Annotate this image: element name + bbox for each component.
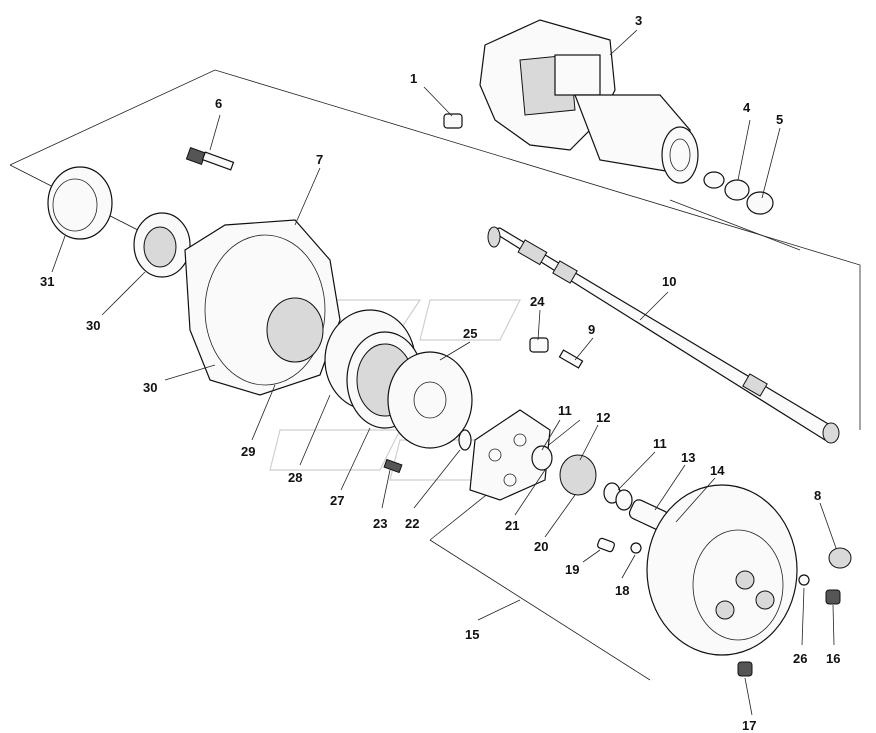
label-part-30-upper: 30 (86, 318, 100, 333)
label-part-6: 6 (215, 96, 222, 111)
label-part-18: 18 (615, 583, 629, 598)
label-part-5: 5 (776, 112, 783, 127)
label-part-26: 26 (793, 651, 807, 666)
gear-carrier (387, 351, 473, 449)
planet-plate (469, 409, 551, 501)
label-part-14: 14 (710, 463, 725, 478)
label-part-4: 4 (743, 100, 751, 115)
fasteners (737, 574, 841, 677)
part-labels: 1 3 4 5 6 7 31 30 30 10 24 25 9 11 12 11… (40, 13, 840, 733)
label-part-29: 29 (241, 444, 255, 459)
label-part-11-upper: 11 (558, 403, 572, 418)
label-part-11-lower: 11 (653, 436, 667, 451)
bearing-30 (133, 212, 191, 278)
label-part-8: 8 (814, 488, 821, 503)
label-part-16: 16 (826, 651, 840, 666)
label-part-10: 10 (662, 274, 676, 289)
label-part-27: 27 (330, 493, 344, 508)
label-part-12: 12 (596, 410, 610, 425)
label-part-22: 22 (405, 516, 419, 531)
bolt-6 (185, 146, 235, 171)
label-part-13: 13 (681, 450, 695, 465)
label-part-9: 9 (588, 322, 595, 337)
small-pins (597, 537, 642, 554)
label-part-20: 20 (534, 539, 548, 554)
seal-31 (47, 166, 113, 240)
hub-cover (646, 484, 798, 656)
label-part-25: 25 (463, 326, 477, 341)
leader-lines (51, 29, 837, 716)
label-part-19: 19 (565, 562, 579, 577)
small-parts (383, 337, 584, 474)
label-part-24: 24 (530, 294, 545, 309)
label-part-23: 23 (373, 516, 387, 531)
label-part-31: 31 (40, 274, 54, 289)
sun-gear-assembly (531, 445, 633, 511)
label-part-1: 1 (410, 71, 417, 86)
axle-housing (479, 19, 699, 184)
label-part-21: 21 (505, 518, 519, 533)
label-part-17: 17 (742, 718, 756, 733)
nut-8 (828, 547, 852, 569)
axle-shaft (487, 226, 840, 444)
label-part-30-lower: 30 (143, 380, 157, 395)
label-part-3: 3 (635, 13, 642, 28)
label-part-7: 7 (316, 152, 323, 167)
plug (443, 113, 463, 129)
label-part-28: 28 (288, 470, 302, 485)
seal-rings (703, 171, 774, 215)
label-part-15: 15 (465, 627, 479, 642)
